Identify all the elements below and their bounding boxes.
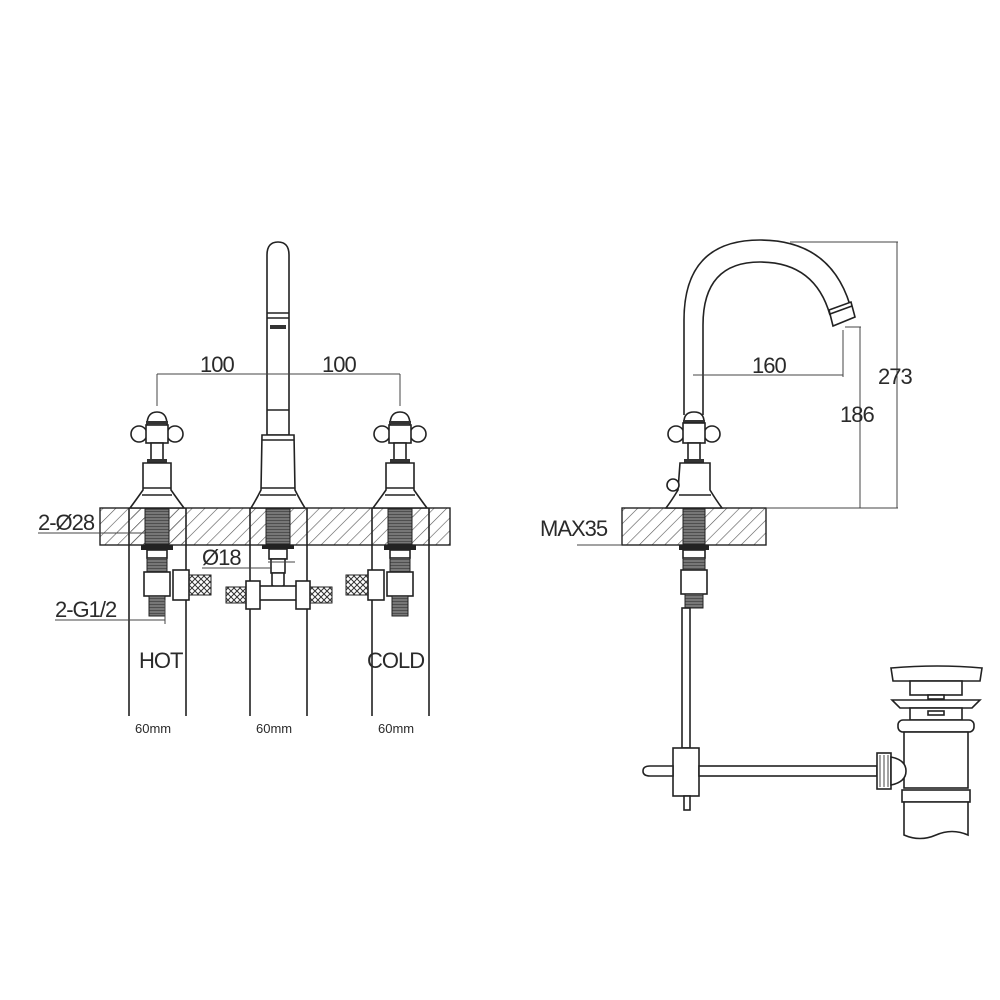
side-handle [664,411,724,509]
spout-clearance-label: 60mm [256,721,292,736]
hot-valve-body [141,545,212,617]
hole-diameter-label: 2-Ø28 [38,510,95,535]
deck-thickness-dimension: MAX35 [540,516,622,546]
side-view: 160 186 273 MAX35 [540,239,983,840]
outlet-height-dimension: 186 [840,326,875,508]
deck-thickness-label: MAX35 [540,516,608,541]
clearance-channels [128,508,430,716]
spacing-dimension: 100 100 [156,352,401,406]
reach-dimension: 160 [693,330,844,378]
spout-front [249,241,307,509]
cold-label: COLD [367,648,424,673]
hot-handle [128,411,186,509]
cold-clearance-label: 60mm [378,721,414,736]
hot-label: HOT [139,648,183,673]
inlet-thread-label: 2-G1/2 [55,597,117,622]
shank-diameter-dimension: Ø18 [202,545,295,570]
popup-waste-body [876,665,983,840]
hole-diameter-dimension: 2-Ø28 [38,510,145,535]
overall-height-dimension: 273 [766,241,913,509]
hot-clearance-label: 60mm [135,721,171,736]
reach-label: 160 [752,353,786,378]
overall-height-label: 273 [878,364,912,389]
left-spacing-label: 100 [200,352,234,377]
cold-handle [371,411,429,509]
gooseneck-spout [683,239,856,415]
side-deck-section [621,507,767,546]
front-view: 100 100 2-Ø28 Ø18 2-G1/2 HOT COLD 60mm 6… [38,241,451,736]
cold-valve-body [345,545,416,617]
right-spacing-label: 100 [322,352,356,377]
outlet-height-label: 186 [840,402,874,427]
popup-waste-rod [642,607,878,811]
spout-tee-connector [225,545,333,610]
side-valve-body [679,545,709,609]
shank-diameter-label: Ø18 [202,545,241,570]
inlet-thread-dimension: 2-G1/2 [55,597,166,624]
